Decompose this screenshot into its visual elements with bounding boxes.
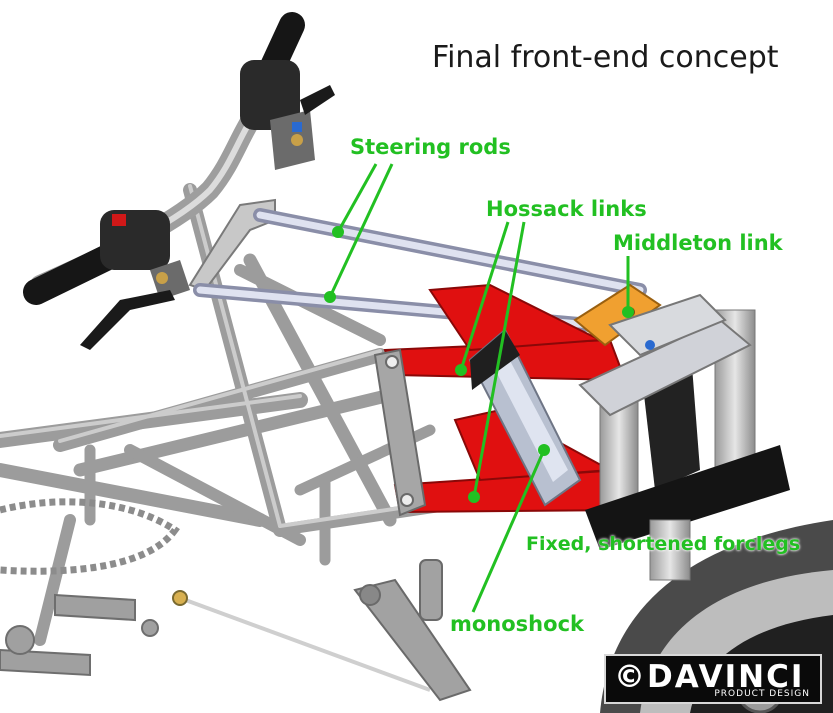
label-hossack-links: Hossack links [486, 197, 647, 221]
steering-bracket [188, 198, 276, 292]
right-switchgear [240, 60, 335, 170]
label-middleton-link: Middleton link [613, 231, 783, 255]
drive-chain [0, 498, 180, 575]
side-plate [373, 348, 427, 517]
rear-linkage [0, 593, 159, 677]
logo-tagline: PRODUCT DESIGN [714, 689, 810, 699]
davinci-logo: ©DAVINCI PRODUCT DESIGN [604, 654, 822, 704]
fork-assembly [578, 293, 790, 581]
footpeg-bracket [353, 559, 472, 702]
diagram-title: Final front-end concept [432, 40, 779, 75]
logo-mark: ©DAVINCI [614, 659, 805, 695]
brake-rod [179, 596, 431, 692]
label-forelegs: Fixed, shortened forclegs [526, 533, 801, 555]
leader-dots [324, 226, 634, 503]
left-grip [23, 242, 125, 305]
steering-rod-shapes [193, 208, 647, 332]
leader-lines [328, 163, 630, 613]
label-monoshock: monoshock [450, 612, 584, 636]
left-switchgear [80, 210, 190, 350]
label-steering-rods: Steering rods [350, 135, 511, 159]
